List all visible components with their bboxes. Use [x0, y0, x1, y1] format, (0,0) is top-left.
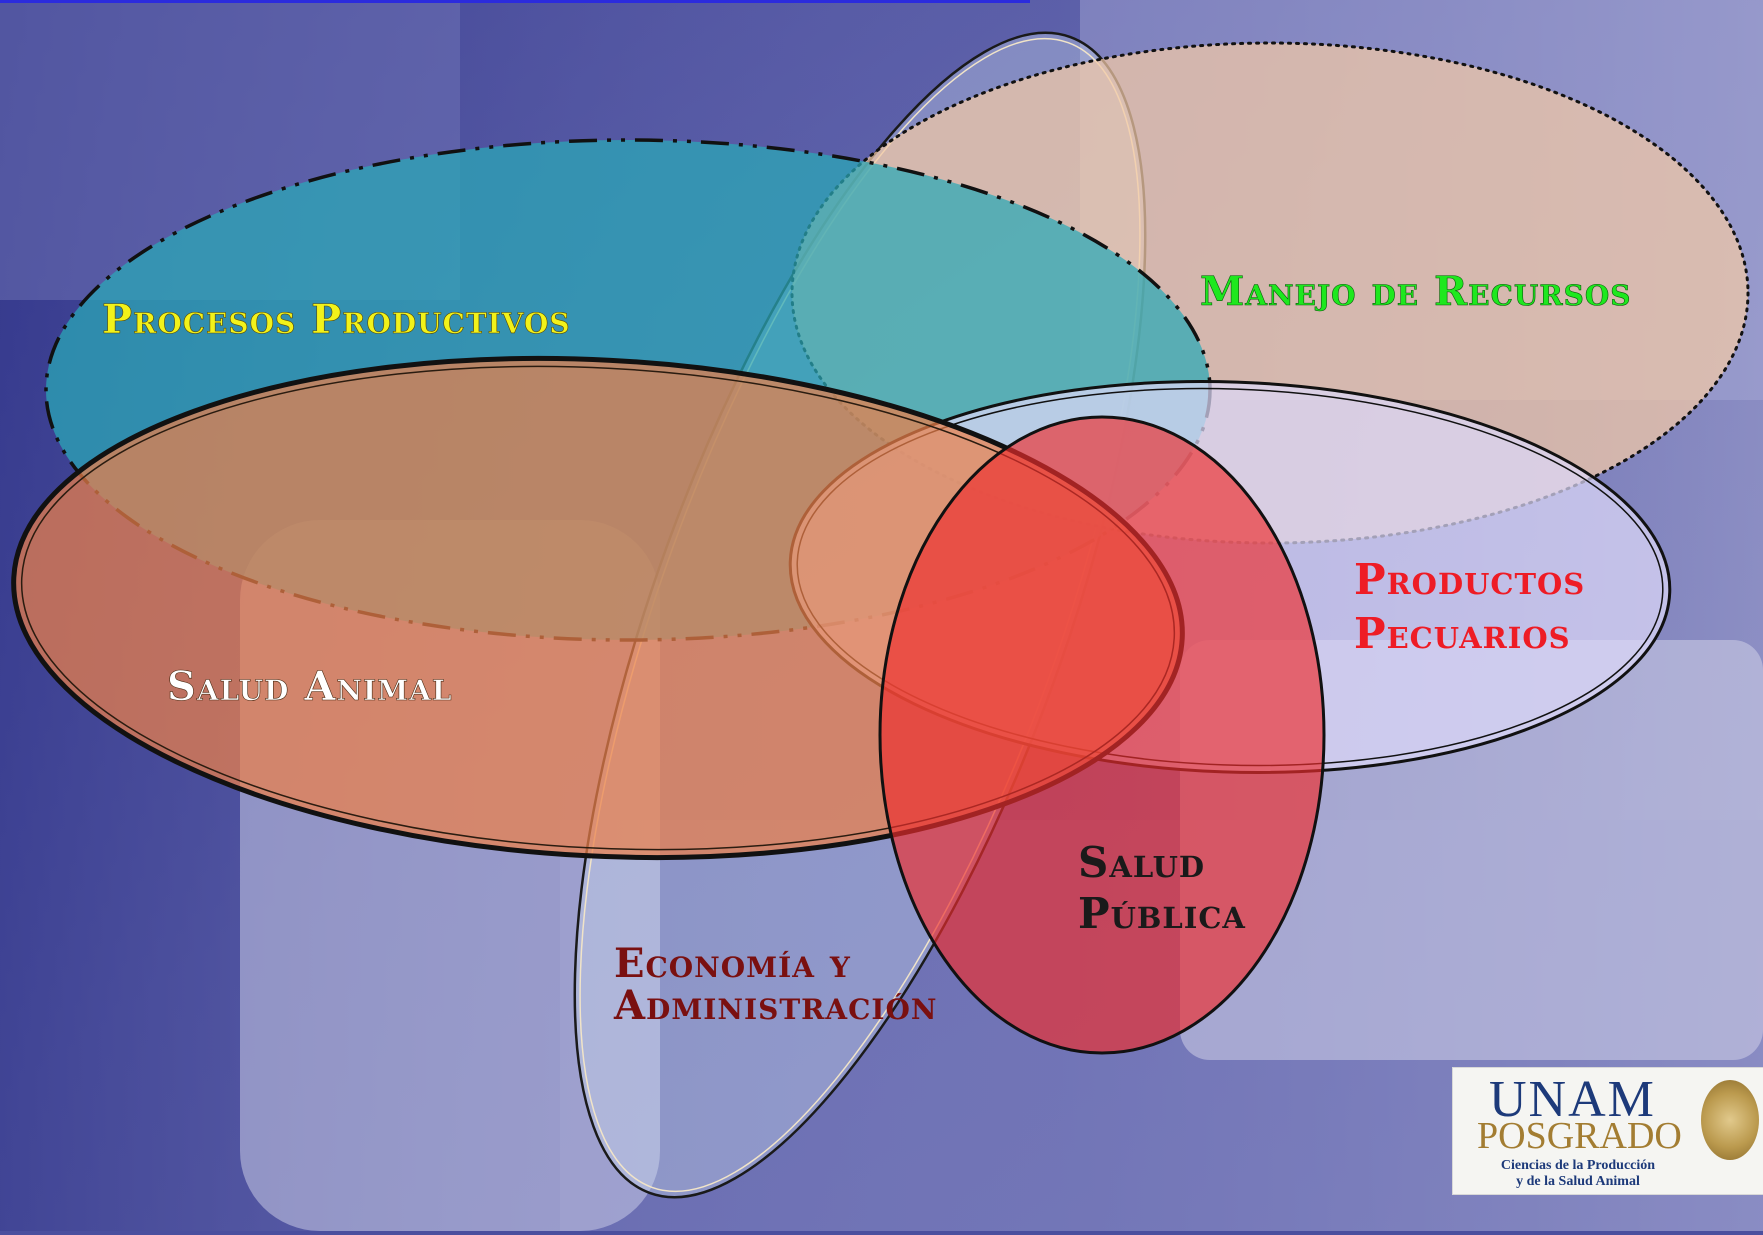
ellipse-salud-publica [878, 415, 1326, 1055]
label-productos-line2: Pecuarios [1354, 609, 1571, 658]
label-salud-publica-line1: Salud [1078, 838, 1205, 887]
logo-subtitle: Ciencias de la Producción y de la Salud … [1473, 1158, 1683, 1190]
logo-posgrado-text: POSGRADO [1477, 1115, 1682, 1157]
label-economia-line1: Economía y [614, 940, 851, 987]
logo-subtitle-line2: y de la Salud Animal [1516, 1174, 1640, 1189]
label-salud-publica-line2: Pública [1078, 889, 1246, 938]
label-economia-line2: Administración [613, 982, 938, 1029]
label-manejo-de-recursos: Manejo de Recursos [1200, 268, 1631, 315]
unam-posgrado-logo: UNAM POSGRADO Ciencias de la Producción … [1452, 1067, 1763, 1195]
top-accent-line [0, 0, 1030, 3]
logo-subtitle-line1: Ciencias de la Producción [1500, 1158, 1656, 1173]
label-procesos-productivos: Procesos Productivos [102, 296, 571, 343]
label-salud-animal: Salud Animal [167, 663, 453, 710]
logo-unam-text: UNAM [1489, 1071, 1656, 1128]
label-productos-line1: Productos [1354, 555, 1585, 604]
unam-seal-icon [1701, 1080, 1759, 1160]
